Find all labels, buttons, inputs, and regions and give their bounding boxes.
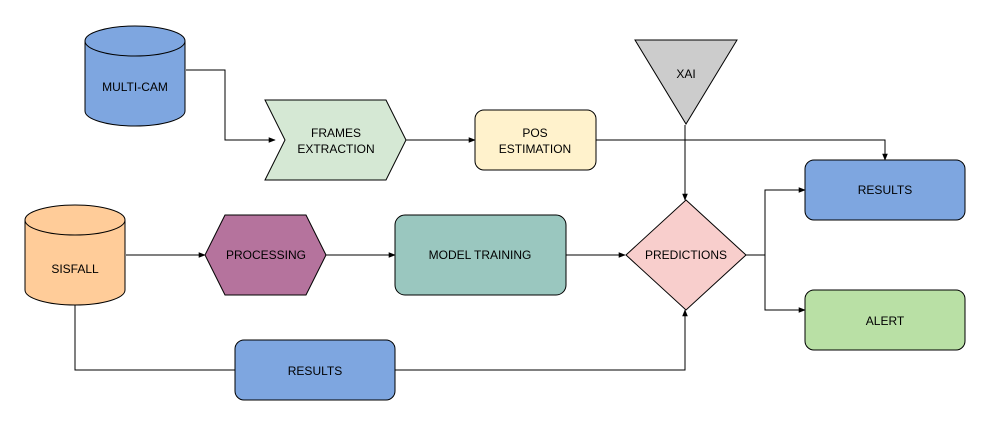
edge-predictions-to-results: [745, 187, 806, 256]
multi-cam-node[interactable]: MULTI-CAM: [84, 25, 186, 127]
pos-estimation-shape: [474, 109, 597, 171]
frames-extraction-label-line-1: FRAMES: [311, 126, 361, 140]
frames-extraction-label-line-2: EXTRACTION: [297, 142, 374, 156]
edge-pos-to-results: [596, 139, 888, 161]
predictions-diamond-shape: [625, 199, 747, 311]
multi-cam-cylinder-top: [84, 25, 186, 57]
alert-node[interactable]: ALERT: [804, 289, 966, 351]
processing-label: PROCESSING: [226, 248, 306, 262]
pos-estimation-label-line-2: ESTIMATION: [499, 142, 571, 156]
frames-extraction-shape: [264, 99, 407, 181]
pos-estimation-label-line-1: POS: [522, 126, 547, 140]
xai-triangle-shape: [634, 39, 738, 125]
edge-predictions-to-alert: [764, 255, 806, 313]
edge-multicam-to-frames: [186, 69, 276, 143]
multi-cam-label: MULTI-CAM: [102, 80, 168, 94]
results-top-shape: [804, 159, 966, 221]
sisfall-cylinder-shape: [24, 220, 126, 306]
processing-node[interactable]: PROCESSING: [204, 214, 327, 296]
sisfall-label: SISFALL: [51, 262, 99, 276]
results-bottom-shape: [234, 339, 396, 401]
xai-label: XAI: [676, 67, 695, 81]
alert-shape: [804, 289, 966, 351]
results-top-node[interactable]: RESULTS: [804, 159, 966, 221]
model-training-label: MODEL TRAINING: [429, 248, 532, 262]
multi-cam-cylinder-shape: [84, 41, 186, 127]
predictions-label: PREDICTIONS: [645, 248, 727, 262]
alert-label: ALERT: [866, 314, 905, 328]
sisfall-cylinder-top: [24, 204, 126, 236]
xai-node[interactable]: XAI: [634, 39, 738, 125]
sisfall-node[interactable]: SISFALL: [24, 204, 126, 306]
pos-estimation-node[interactable]: POS ESTIMATION: [474, 109, 597, 171]
predictions-node[interactable]: PREDICTIONS: [625, 199, 747, 311]
edge-sisfall-to-predictions: [74, 305, 685, 371]
edges: [74, 69, 888, 371]
results-top-label: RESULTS: [858, 183, 912, 197]
frames-extraction-node[interactable]: FRAMES EXTRACTION: [264, 99, 407, 181]
processing-hexagon-shape: [204, 214, 327, 296]
model-training-node[interactable]: MODEL TRAINING: [394, 214, 567, 296]
model-training-shape: [394, 214, 567, 296]
results-bottom-label: RESULTS: [288, 364, 342, 378]
results-bottom-node[interactable]: RESULTS: [234, 339, 396, 401]
